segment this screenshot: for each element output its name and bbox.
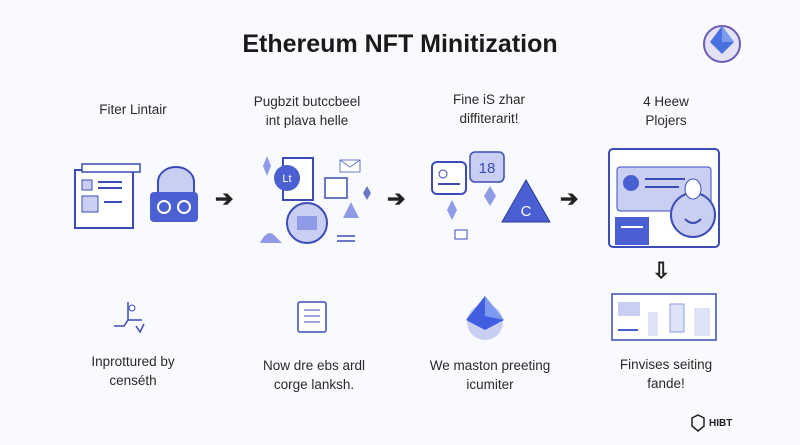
svg-text:C: C — [521, 203, 532, 220]
report-chart-icon — [611, 293, 717, 341]
circuit-icon — [114, 302, 145, 334]
shield-logo-icon — [691, 414, 705, 432]
checklist-icon — [297, 301, 327, 333]
dashboard-avatar-icon — [608, 148, 720, 248]
page-title: Ethereum NFT Minitization — [242, 30, 558, 58]
document-lock-icon — [74, 163, 198, 229]
nft-collage-icon: Lt — [260, 156, 371, 244]
arrow-right-3: ➔ — [560, 186, 579, 211]
gem-logo-icon — [703, 25, 741, 63]
arrow-right-1: ➔ — [215, 186, 234, 211]
hibt-logo: HIBT — [690, 414, 732, 432]
svg-text:Lt: Lt — [282, 173, 291, 185]
logo-text: HIBT — [709, 417, 733, 429]
cards-sparkle-icon: 18 C — [431, 151, 551, 240]
step-1-top-caption: Fiter Lintair — [99, 102, 167, 117]
arrow-down: ⇩ — [652, 258, 671, 283]
arrow-right-2: ➔ — [387, 186, 406, 211]
ethereum-gem-icon — [466, 296, 504, 340]
svg-text:18: 18 — [479, 160, 496, 177]
